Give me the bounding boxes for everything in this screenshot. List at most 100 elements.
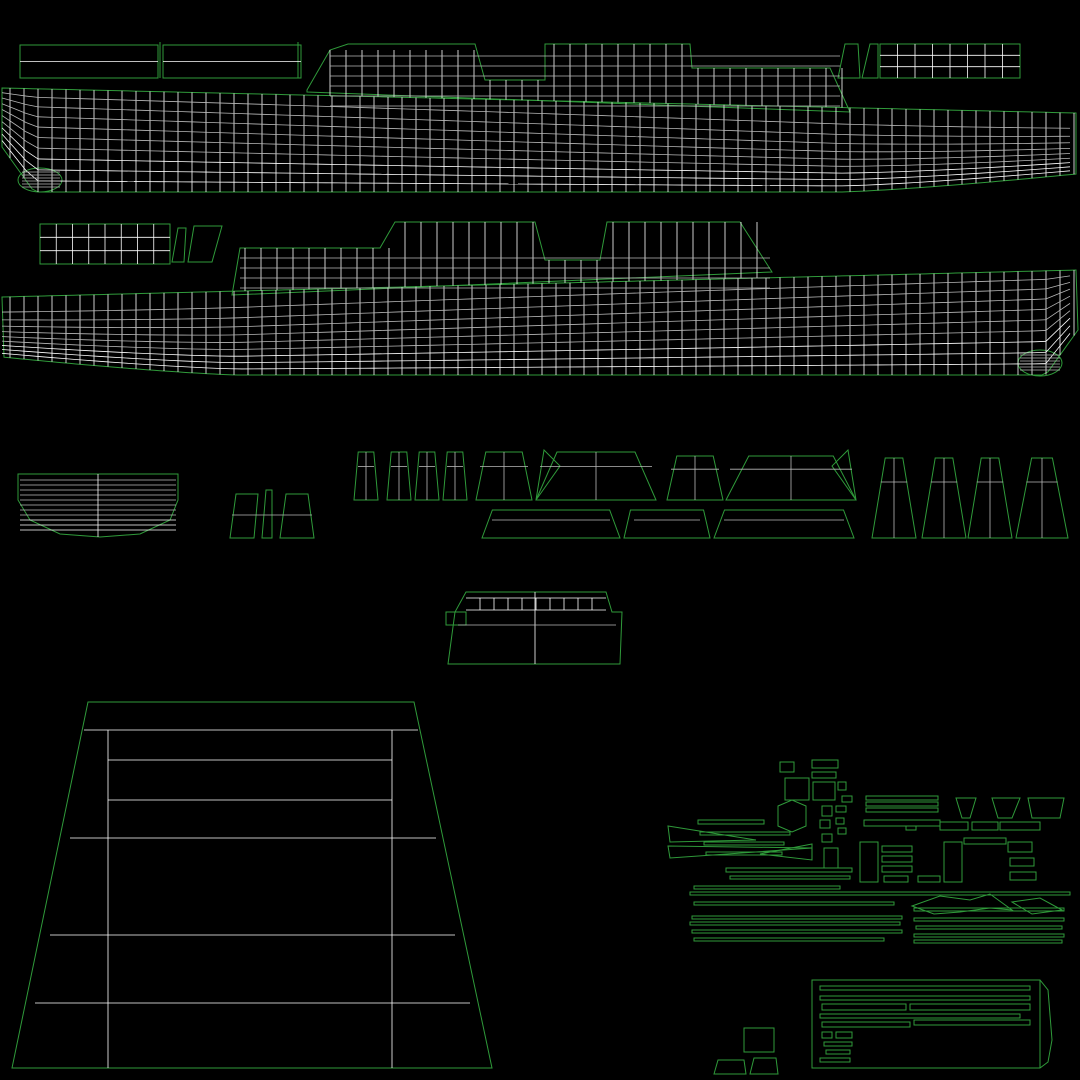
uv-edge [1, 115, 15, 124]
superstructure-port-island [306, 43, 851, 113]
uv-edge [73, 358, 87, 361]
superstructure-starboard-island [231, 221, 773, 296]
uv-edge [25, 140, 39, 149]
uv-edge [121, 352, 135, 354]
uv-strip [699, 831, 791, 836]
uv-edge [1057, 310, 1071, 321]
uv-edge [205, 367, 219, 369]
uv-edge [901, 182, 915, 184]
uv-island [910, 893, 1014, 915]
uv-edge [145, 353, 159, 355]
uv-edge [133, 352, 147, 354]
uv-edge [61, 343, 75, 346]
uv-island-small [865, 807, 939, 813]
uv-edge [1021, 173, 1035, 176]
uv-strip [703, 841, 785, 846]
uv-edge [1033, 330, 1047, 332]
uv-edge [85, 359, 99, 362]
uv-edge [121, 362, 135, 365]
uv-panel-7 [666, 455, 724, 501]
uv-island [837, 43, 861, 79]
uv-island-small [943, 841, 963, 883]
uv-edge [1057, 275, 1071, 278]
uv-island-small [1009, 871, 1037, 881]
uv-island-small [939, 821, 969, 831]
deckhouse-island [447, 591, 623, 665]
uv-island [991, 797, 1021, 819]
uv-edge [1033, 298, 1047, 300]
uv-strip [913, 1019, 1031, 1026]
uv-edge [13, 350, 27, 352]
uv-island-small [835, 805, 847, 813]
uv-edge [37, 342, 51, 345]
uv-edge [961, 178, 975, 180]
uv-edge [85, 350, 99, 352]
uv-edge [145, 364, 159, 366]
uv-island-small [811, 771, 837, 779]
uv-edge [1, 103, 15, 109]
uv-edge [25, 95, 39, 98]
uv-edge [49, 348, 63, 350]
uv-strip [691, 915, 903, 920]
uv-strip [693, 901, 895, 906]
uv-edge [1057, 166, 1071, 169]
uv-edge [61, 348, 75, 351]
uv-strip [835, 1031, 853, 1039]
uv-strip [819, 1013, 1021, 1019]
uv-edge [109, 356, 123, 359]
uv-edge [1021, 164, 1035, 167]
uv-funnel-4 [1015, 457, 1069, 539]
uv-edge [937, 174, 951, 177]
uv-edge [109, 361, 123, 364]
uv-strip [913, 933, 1065, 938]
uv-island [861, 43, 879, 79]
uv-edge [85, 355, 99, 357]
uv-edge [73, 349, 87, 351]
uv-edge [13, 139, 27, 152]
uv-island-small [784, 777, 810, 801]
deck-detail-island [811, 979, 1053, 1069]
uv-strip [819, 985, 1031, 991]
uv-strip [689, 891, 1071, 896]
uv-edge [25, 131, 39, 138]
uv-edge [1021, 159, 1035, 162]
uv-island-small [881, 855, 913, 863]
uv-edge [1057, 303, 1071, 312]
uv-panel-6 [535, 451, 657, 501]
uv-island [535, 448, 561, 501]
uv-island-small [881, 865, 913, 873]
uv-island [1010, 897, 1064, 915]
uv-island [713, 1059, 747, 1075]
uv-edge [889, 177, 903, 179]
uv-edge [1057, 325, 1071, 340]
uv-edge [13, 93, 27, 97]
uv-edge [1045, 158, 1059, 160]
main-deck-island [11, 701, 493, 1069]
uv-edge [985, 176, 999, 179]
uv-island [187, 225, 223, 263]
uv-edge [73, 354, 87, 356]
uv-island [1027, 797, 1065, 819]
uv-edge [13, 341, 27, 343]
uv-panel-4 [442, 451, 468, 501]
uv-edge [1009, 160, 1023, 162]
uv-edge [97, 350, 111, 353]
uv-edge [25, 160, 39, 171]
uv-edge [1057, 153, 1071, 155]
uv-strip [821, 1021, 911, 1028]
uv-edge [61, 353, 75, 356]
uv-panel-lower-1 [481, 509, 621, 539]
uv-edge [925, 180, 939, 183]
uv-edge [169, 365, 183, 368]
uv-edge [1033, 163, 1047, 166]
uv-island-wedge [759, 843, 813, 861]
uv-strip [819, 995, 1031, 1001]
uv-edge [181, 366, 195, 368]
uv-strip [909, 1003, 1031, 1011]
uv-edge [985, 166, 999, 169]
uv-panel-lower-3 [713, 509, 855, 539]
uv-edge [193, 366, 207, 369]
island-wireframes [1, 44, 1075, 1068]
uv-edge [1045, 329, 1059, 342]
uv-panel-2 [386, 451, 412, 501]
